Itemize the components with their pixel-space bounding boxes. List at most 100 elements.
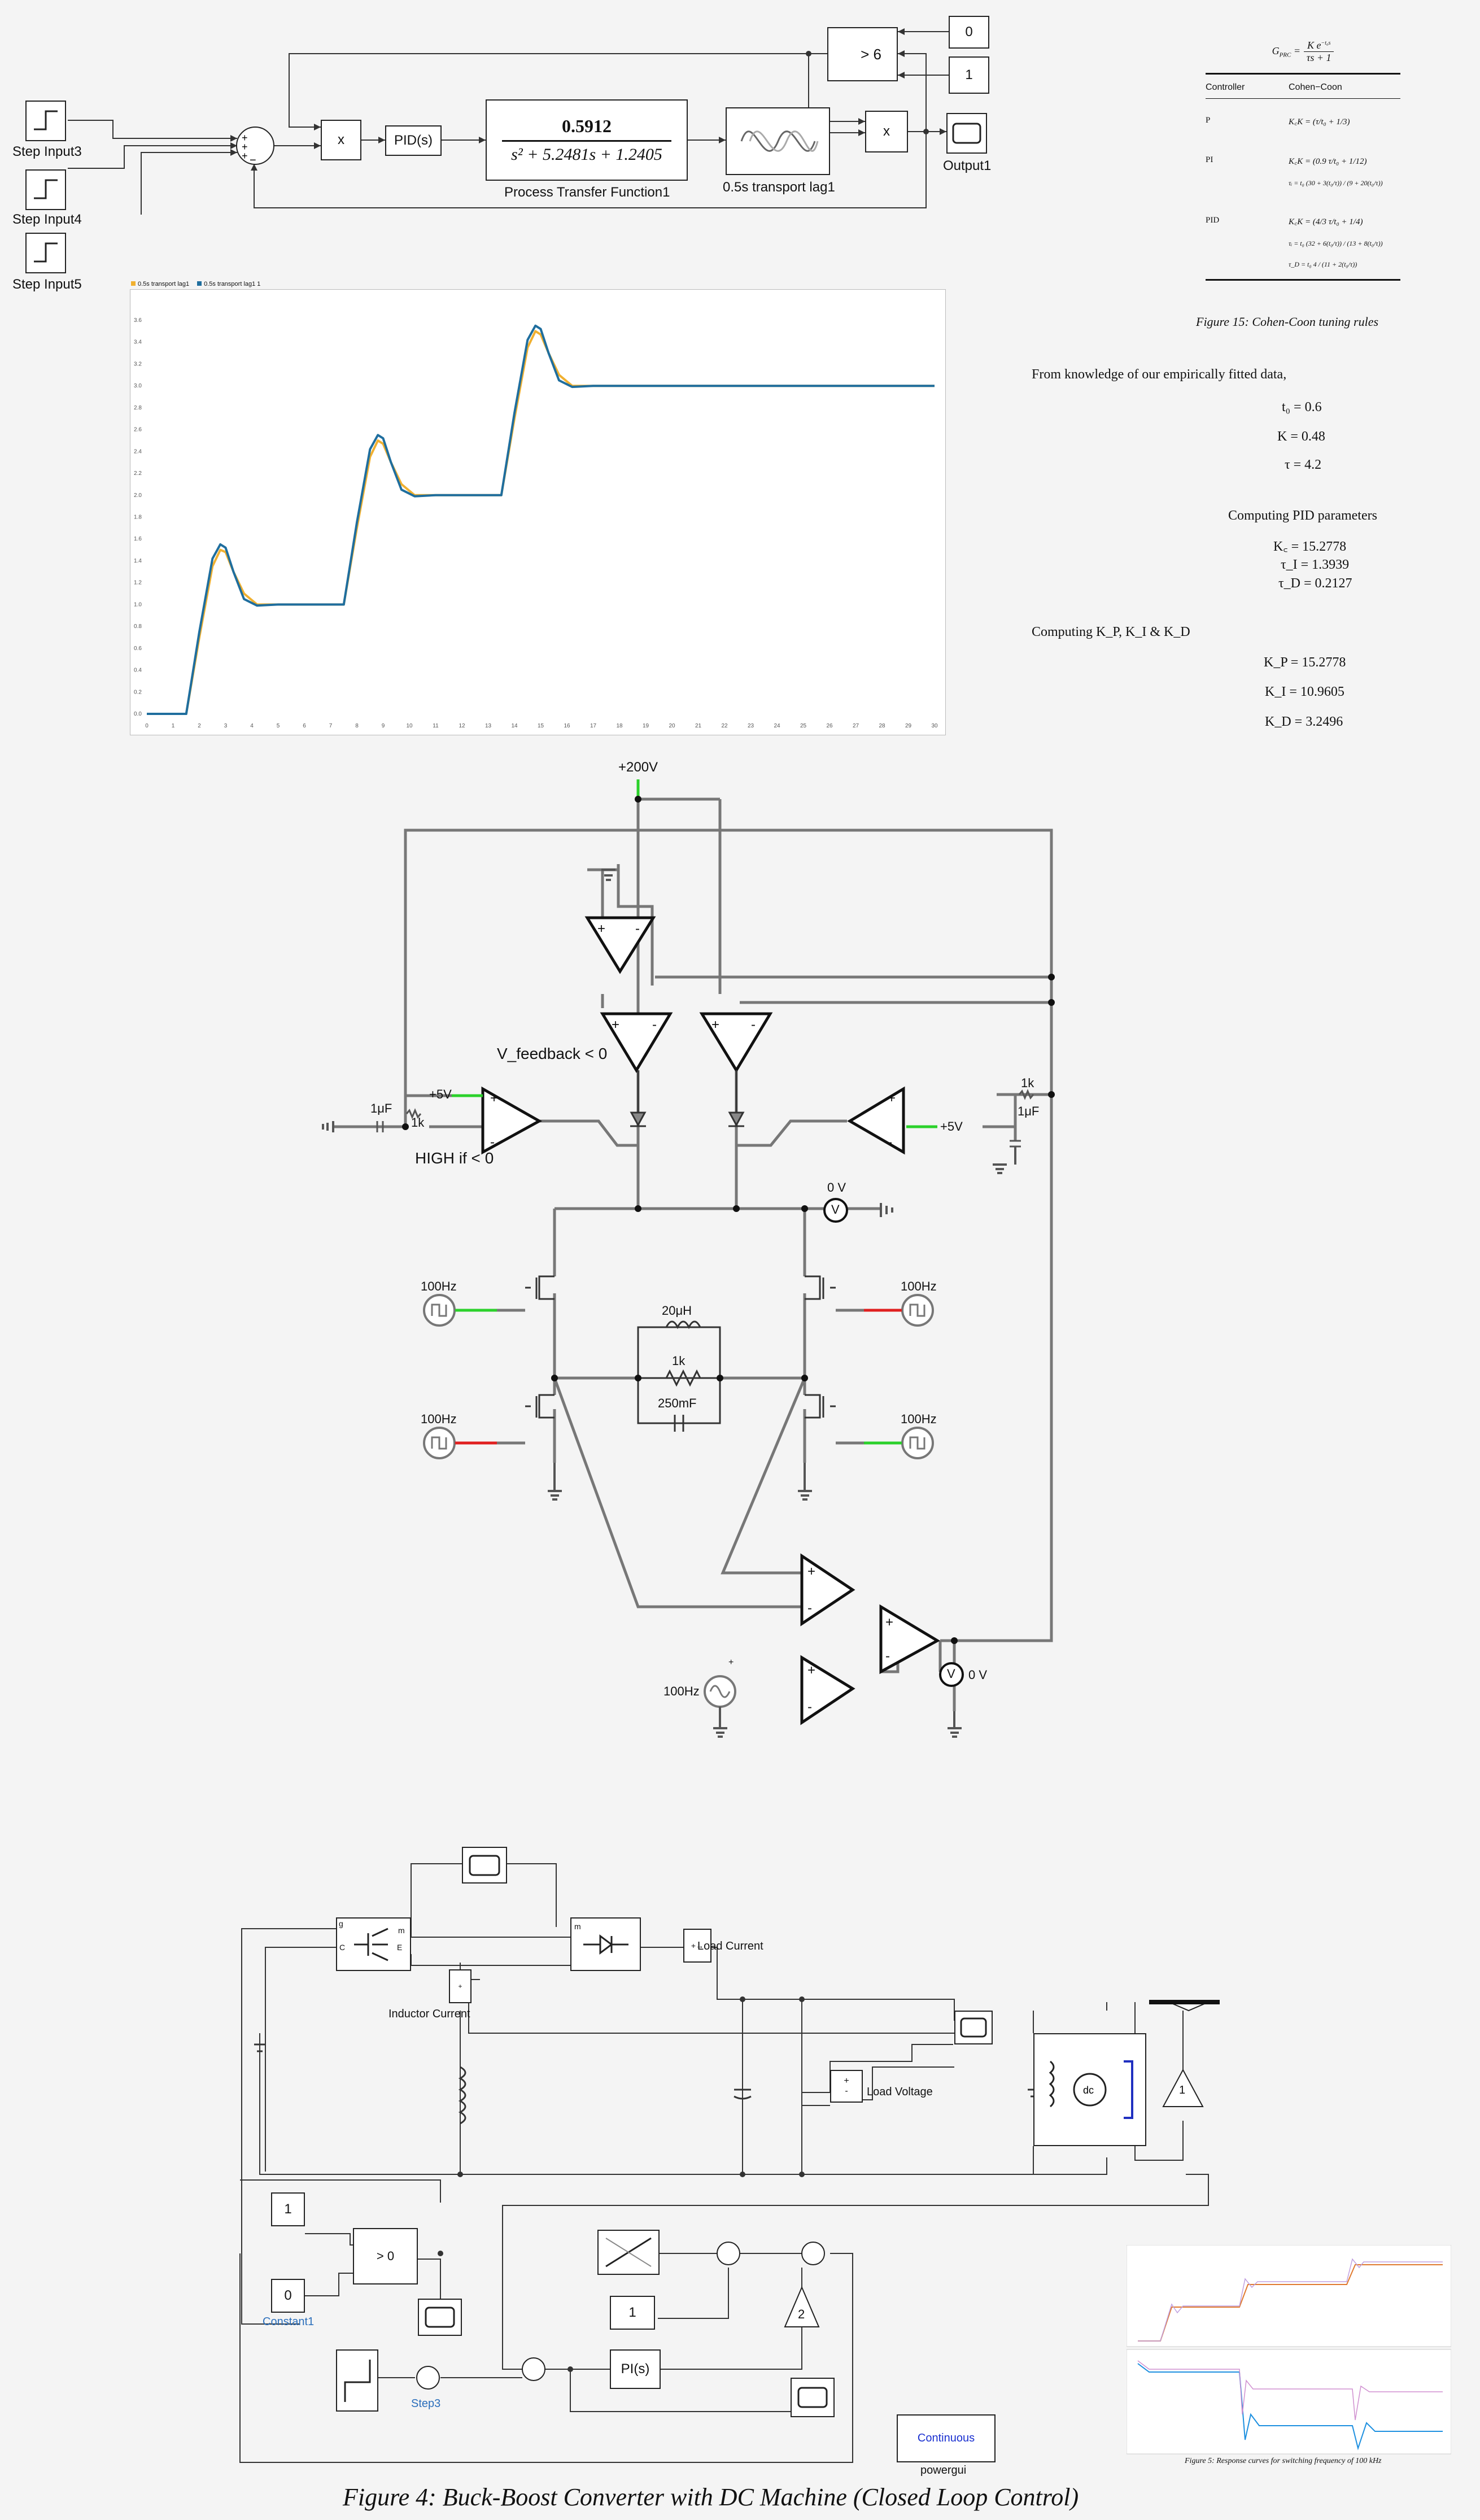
pid-model-wires: + + + −	[68, 28, 949, 215]
response-curves-thumbnail[interactable]	[1127, 2245, 1451, 2457]
ramp-block[interactable]	[597, 2230, 660, 2275]
x-tick-label-23: 23	[748, 723, 754, 729]
gain-2-label: 2	[798, 2307, 805, 2321]
pid-block[interactable]: PID(s)	[385, 125, 442, 156]
x-tick-label-16: 16	[564, 723, 570, 729]
output-label: Output1	[943, 158, 992, 173]
step-input5-block[interactable]	[25, 233, 66, 273]
x-tick-label-2: 2	[198, 723, 201, 729]
scope-left[interactable]	[418, 2299, 462, 2336]
table-rule-bottom	[1206, 279, 1400, 281]
igbt-icon	[353, 1928, 388, 1961]
tf-fraction-line	[502, 140, 671, 142]
ac-source-plus: +	[728, 1658, 734, 1667]
meter-top-symbol: V	[831, 1202, 840, 1217]
legend-text-1: 0.5s transport lag1	[138, 281, 190, 287]
meter-bot-symbol: V	[947, 1667, 955, 1681]
voltage-sensor[interactable]: + -	[830, 2070, 863, 2103]
x-tick-label-15: 15	[538, 723, 544, 729]
y-tick-label-7: 1.4	[134, 558, 142, 564]
opamp-2	[600, 1012, 673, 1073]
cap-left-label: 1μF	[370, 1101, 392, 1115]
scope-bottom[interactable]	[791, 2378, 835, 2417]
constant-1[interactable]: 1	[271, 2192, 305, 2226]
transport-lag-label: 0.5s transport lag1	[723, 180, 835, 195]
gprc-num-exp: −t₀s	[1321, 40, 1331, 46]
y-tick-label-3: 0.6	[134, 646, 142, 652]
switch-block[interactable]: > 6	[827, 27, 898, 81]
transfer-function-block[interactable]: 0.5912 s² + 5.2481s + 1.2405	[486, 99, 688, 181]
diode-icon	[583, 1934, 628, 1955]
plot-legend: 0.5s transport lag1 0.5s transport lag1 …	[131, 281, 260, 287]
gain-kp: K_P = 15.2778	[1264, 655, 1346, 670]
diode-block[interactable]	[570, 1917, 641, 1971]
scope-icon	[425, 2307, 455, 2328]
y-tick-label-11: 2.2	[134, 470, 142, 477]
product-block[interactable]: x	[321, 120, 361, 160]
svg-text:+: +	[242, 150, 248, 162]
figure5-caption: Figure 5: Response curves for switching …	[1185, 2457, 1382, 2465]
x-tick-label-27: 27	[853, 723, 859, 729]
dc-machine-block[interactable]: dc	[1033, 2033, 1146, 2146]
gains-heading: Computing K_P, K_I & K_D	[1032, 625, 1190, 639]
x-tick-label-12: 12	[459, 723, 465, 729]
row-p-line1: K꜀K = (τ/t₀ + 1/3)	[1289, 117, 1350, 127]
scope-mid[interactable]	[954, 2011, 993, 2044]
svg-text:+: +	[242, 141, 248, 152]
current-sensor-load[interactable]: +→	[683, 1929, 711, 1963]
cohen-coon-table: GPRC = K e−t₀s τs + 1 Controller Cohen−C…	[1206, 40, 1400, 281]
y-tick-label-17: 3.4	[134, 339, 142, 346]
scope-top[interactable]	[462, 1847, 507, 1884]
constant-0-block[interactable]: 0	[949, 16, 989, 49]
pid-taui: τ_I = 1.3939	[1281, 557, 1350, 572]
step3-block[interactable]	[336, 2349, 378, 2412]
x-tick-label-29: 29	[905, 723, 912, 729]
constant-1-block[interactable]: 1	[949, 56, 989, 94]
product-block-2[interactable]: x	[865, 111, 908, 152]
step-icon	[34, 179, 58, 199]
constant-one-block[interactable]: 1	[610, 2296, 655, 2330]
step-input4-block[interactable]	[25, 169, 66, 210]
x-tick-label-13: 13	[485, 723, 492, 729]
opamp-6	[800, 1655, 855, 1725]
pi-controller-block[interactable]: PI(s)	[610, 2349, 661, 2389]
svg-text:+: +	[807, 1663, 815, 1678]
row-pi-ctrl: PI	[1206, 155, 1213, 164]
step3-label: Step3	[411, 2397, 441, 2410]
y-tick-label-12: 2.4	[134, 448, 142, 455]
output-scope-block[interactable]	[946, 113, 987, 154]
svg-text:-: -	[807, 1601, 812, 1616]
constant-0[interactable]: 0	[271, 2279, 305, 2313]
igbt-block[interactable]	[336, 1917, 411, 1971]
row-p: P K꜀K = (τ/t₀ + 1/3)	[1206, 116, 1400, 127]
fitted-intro: From knowledge of our empirically fitted…	[1032, 367, 1287, 382]
inductor-label: 20μH	[662, 1303, 692, 1318]
table-header-formula: GPRC = K e−t₀s τs + 1	[1206, 40, 1400, 64]
x-tick-label-5: 5	[277, 723, 280, 729]
x-tick-label-7: 7	[329, 723, 333, 729]
cap-right-label: 1μF	[1018, 1104, 1040, 1118]
row-pi-lines: K꜀K = (0.9 τ/t₀ + 1/12) τᵢ = t₀ (30 + 3(…	[1289, 155, 1383, 188]
plot-area	[130, 289, 946, 735]
transport-lag-block[interactable]	[726, 107, 830, 175]
svg-text:+: +	[242, 132, 248, 143]
tf-numerator: 0.5912	[562, 116, 612, 136]
h-bridge-circuit[interactable]: +- +- +- +- +- +- +- +-	[316, 757, 1107, 1751]
svg-text:-: -	[490, 1135, 495, 1150]
current-sensor-inductor[interactable]: +	[449, 1969, 471, 2003]
opamp-5	[879, 1604, 941, 1675]
plus5v-right: +5V	[940, 1119, 963, 1133]
relational-switch[interactable]: > 0	[353, 2228, 418, 2284]
row-pid-lines: K꜀K = (4/3 τ/t₀ + 1/4) τᵢ = t₀ (32 + 6(t…	[1289, 216, 1383, 269]
gprc-symbol: G	[1272, 45, 1280, 56]
scope-icon	[469, 1855, 500, 1876]
powergui-block[interactable]: Continuous	[897, 2414, 996, 2462]
fitted-k: K = 0.48	[1277, 429, 1325, 444]
y-tick-label-15: 3.0	[134, 383, 142, 389]
row-pid-ctrl: PID	[1206, 216, 1220, 225]
x-tick-label-19: 19	[643, 723, 649, 729]
svg-text:-: -	[888, 1135, 892, 1150]
step-input3-block[interactable]	[25, 101, 66, 141]
